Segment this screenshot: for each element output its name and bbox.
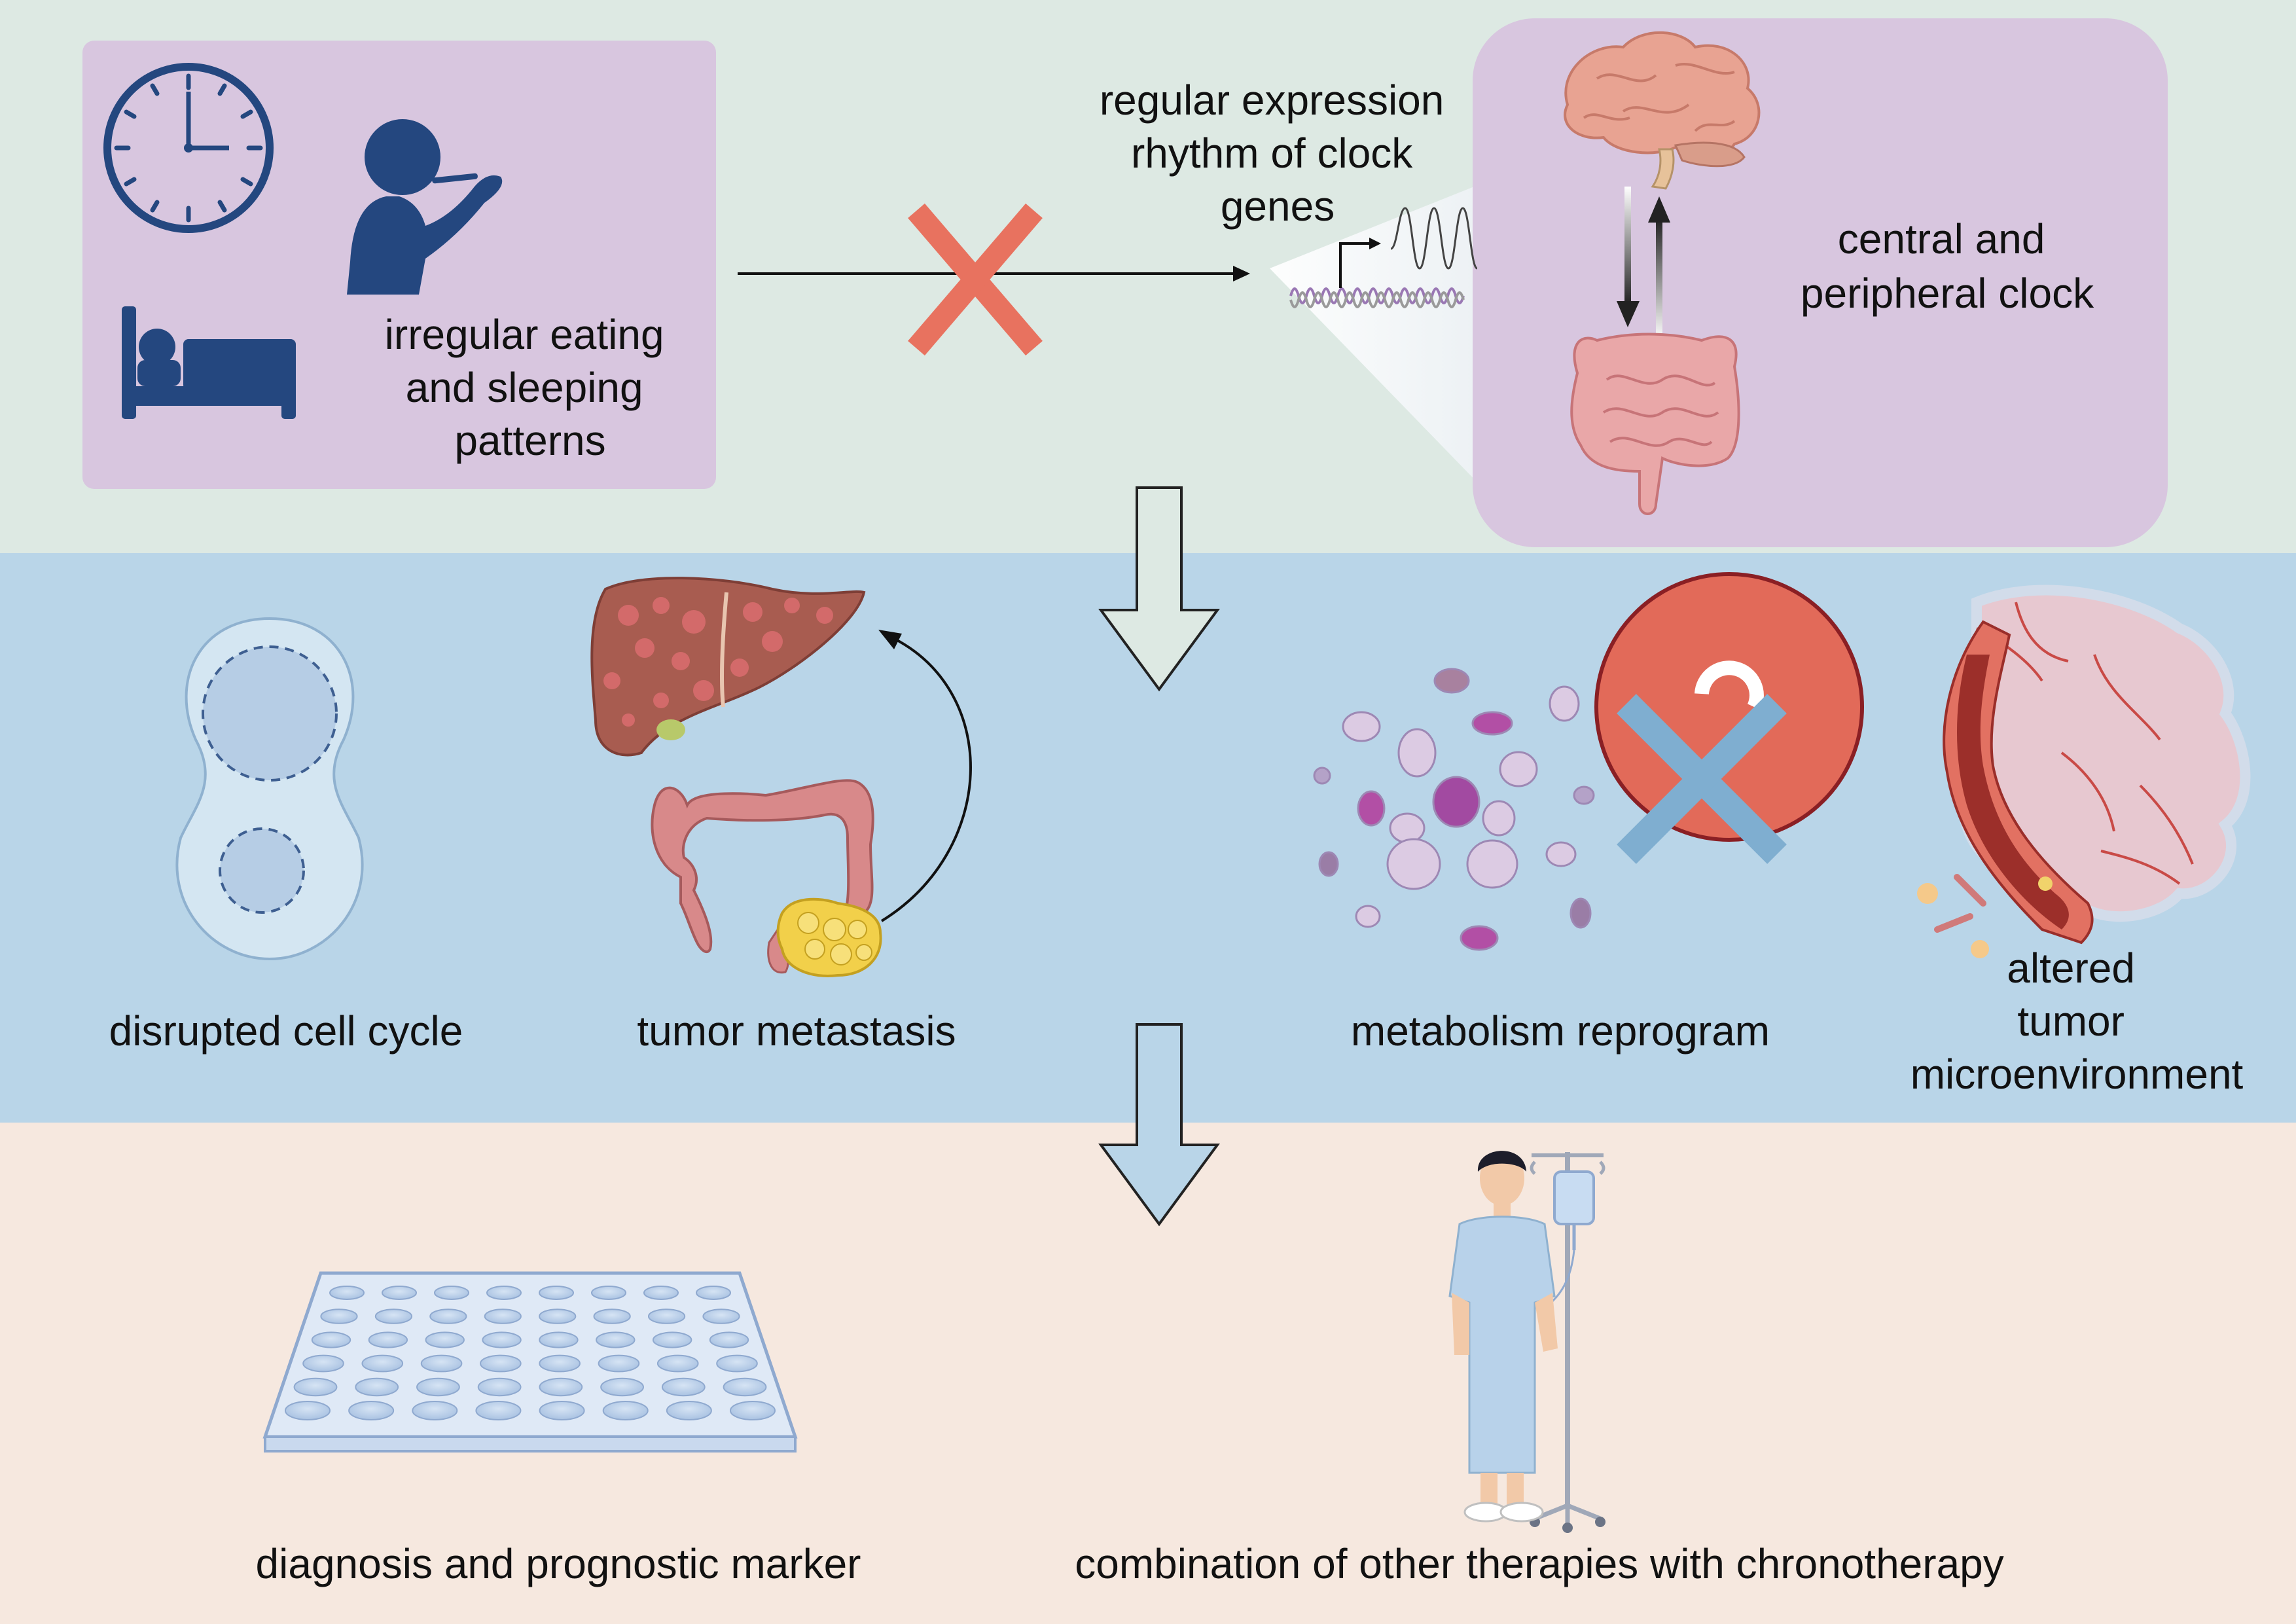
plate-well [598, 1354, 640, 1373]
gene-expression-icon [1289, 207, 1479, 308]
metabolism-label: metabolism reprogram [1351, 1007, 1770, 1055]
plate-well [477, 1377, 522, 1397]
plate-well [484, 1308, 522, 1324]
plate-well [602, 1401, 649, 1420]
clock-icon [103, 63, 274, 233]
metabolites-icon [1313, 668, 1595, 951]
plate-well [593, 1308, 631, 1324]
plate-well [723, 1377, 767, 1397]
plate-well [420, 1354, 463, 1373]
tumor-vessel-icon [1917, 585, 2251, 958]
plate-well [643, 1286, 679, 1300]
rhythm-label: regular expression rhythm of clock genes [1100, 77, 1456, 230]
plate-well [716, 1354, 758, 1373]
plate-well [374, 1308, 413, 1324]
cell-cycle-label: disrupted cell cycle [109, 1007, 463, 1055]
plate-well [656, 1354, 699, 1373]
well-plate-icon [262, 1271, 798, 1453]
plate-well [596, 1331, 636, 1348]
plate-well [539, 1286, 574, 1300]
plate-well [709, 1331, 749, 1348]
plate-well [539, 1401, 585, 1420]
plate-well [486, 1286, 522, 1300]
plate-well [368, 1331, 408, 1348]
plate-well [320, 1308, 358, 1324]
well-grid [285, 1286, 776, 1420]
plate-well [425, 1331, 465, 1348]
plate-well [539, 1377, 583, 1397]
plate-well [355, 1377, 399, 1397]
plate-well [434, 1286, 469, 1300]
therapy-label: combination of other therapies with chro… [1075, 1540, 2004, 1587]
clock-label: central and peripheral clock [1801, 215, 2094, 317]
plate-well [652, 1331, 692, 1348]
liver-icon [590, 577, 866, 757]
plate-well [600, 1377, 644, 1397]
plate-well [696, 1286, 731, 1300]
forbidden-cross-icon [908, 203, 1043, 356]
plate-well [361, 1354, 404, 1373]
plate-well [591, 1286, 626, 1300]
intestine-icon [1570, 333, 1740, 515]
eating-person-icon [347, 119, 503, 295]
bidirectional-arrow-icon [1617, 187, 1670, 340]
behavior-label: irregular eating and sleeping patterns [385, 311, 676, 464]
zoom-beam [1270, 183, 1482, 488]
plate-well [539, 1354, 581, 1373]
plate-well [285, 1401, 331, 1420]
plate-well [647, 1308, 686, 1324]
plate-well [539, 1308, 577, 1324]
plate-well [482, 1331, 522, 1348]
plate-well [302, 1354, 344, 1373]
plate-well [293, 1377, 338, 1397]
plate-well [416, 1377, 460, 1397]
plate-well [329, 1286, 365, 1300]
plate-well [412, 1401, 458, 1420]
plate-well [348, 1401, 395, 1420]
sleeping-bed-icon [122, 306, 296, 419]
down-arrow-2 [1098, 1023, 1220, 1227]
plate-well [311, 1331, 351, 1348]
plate-well [475, 1401, 522, 1420]
brain-icon [1564, 31, 1761, 190]
plate-well [382, 1286, 417, 1300]
plate-well [480, 1354, 522, 1373]
plate-well [539, 1331, 579, 1348]
metabolism-cross-icon [1594, 572, 1864, 864]
plate-well [702, 1308, 740, 1324]
plate-well [661, 1377, 706, 1397]
colon-tumor-icon [651, 779, 882, 977]
plate-well [730, 1401, 776, 1420]
dividing-cell-icon [175, 617, 364, 961]
plate-well [666, 1401, 712, 1420]
down-arrow-1 [1098, 486, 1220, 692]
microenvironment-label: altered tumor microenvironment [1910, 945, 2244, 1098]
patient-iv-icon [1448, 1151, 1605, 1533]
metastasis-arrowhead [878, 630, 902, 649]
marker-label: diagnosis and prognostic marker [256, 1540, 861, 1587]
plate-well [429, 1308, 467, 1324]
metastasis-arrow [880, 637, 972, 922]
metastasis-label: tumor metastasis [637, 1007, 956, 1055]
